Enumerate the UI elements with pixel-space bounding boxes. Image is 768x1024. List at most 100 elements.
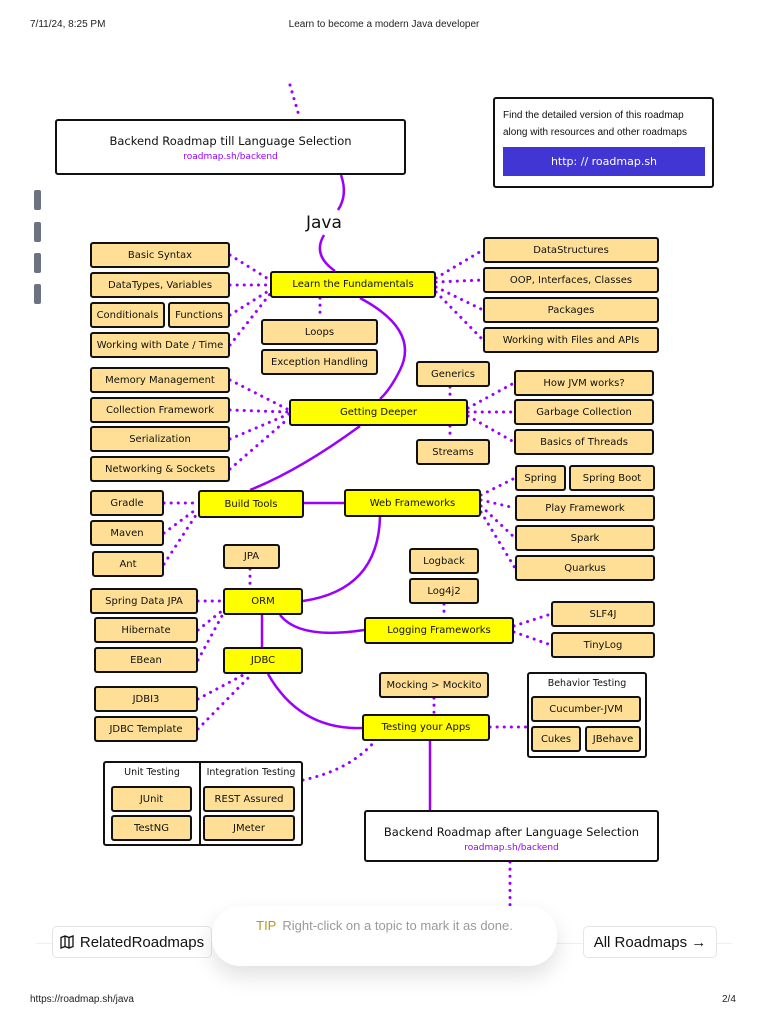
bottom-box-link[interactable]: roadmap.sh/backend bbox=[464, 843, 559, 853]
dotted-connector bbox=[228, 408, 291, 414]
side-handle[interactable] bbox=[34, 190, 41, 210]
topic-logback[interactable]: Logback bbox=[409, 548, 479, 574]
top-roadmap-box[interactable]: Backend Roadmap till Language Selection … bbox=[55, 119, 406, 175]
dotted-connector bbox=[196, 672, 254, 731]
topic-testng[interactable]: TestNG bbox=[111, 815, 192, 841]
topic-jvm[interactable]: How JVM works? bbox=[514, 370, 654, 396]
dotted-connector bbox=[479, 476, 517, 497]
topic-log4j[interactable]: Log4j2 bbox=[409, 578, 479, 604]
dotted-connector bbox=[228, 412, 291, 441]
root-label: Java bbox=[306, 213, 342, 233]
topic-jdbct[interactable]: JDBC Template bbox=[94, 716, 198, 742]
topic-maven[interactable]: Maven bbox=[90, 520, 164, 546]
topic-ds[interactable]: DataStructures bbox=[483, 237, 659, 263]
tip-text: Right-click on a topic to mark it as don… bbox=[282, 918, 513, 933]
topic-fund[interactable]: Learn the Fundamentals bbox=[270, 271, 436, 298]
topic-hib[interactable]: Hibernate bbox=[94, 617, 198, 643]
top-box-link[interactable]: roadmap.sh/backend bbox=[183, 152, 278, 162]
roadmap-connector bbox=[336, 174, 346, 211]
topic-cucumber[interactable]: Cucumber-JVM bbox=[531, 696, 641, 722]
bottom-roadmap-box[interactable]: Backend Roadmap after Language Selection… bbox=[364, 810, 659, 862]
dotted-connector bbox=[479, 498, 517, 510]
topic-spring[interactable]: Spring bbox=[515, 465, 566, 491]
tip-banner: TIP Right-click on a topic to mark it as … bbox=[212, 906, 557, 966]
topic-pkg[interactable]: Packages bbox=[483, 297, 659, 323]
topic-oop[interactable]: OOP, Interfaces, Classes bbox=[483, 267, 659, 293]
topic-threads[interactable]: Basics of Threads bbox=[514, 429, 654, 455]
all-roadmaps-button[interactable]: All Roadmaps → bbox=[583, 926, 717, 958]
topic-mock[interactable]: Mocking > Mockito bbox=[379, 672, 489, 698]
roadmap-connector bbox=[279, 614, 365, 635]
dotted-connector bbox=[466, 414, 516, 444]
topic-cond[interactable]: Conditionals bbox=[90, 302, 165, 328]
unit-testing-title: Unit Testing bbox=[124, 767, 180, 778]
topic-date[interactable]: Working with Date / Time bbox=[90, 332, 230, 358]
topic-net[interactable]: Networking & Sockets bbox=[90, 456, 230, 482]
topic-logging[interactable]: Logging Frameworks bbox=[364, 617, 514, 644]
topic-loops[interactable]: Loops bbox=[261, 319, 378, 345]
integration-testing-title: Integration Testing bbox=[206, 767, 296, 778]
side-handle[interactable] bbox=[34, 222, 41, 242]
topic-boot[interactable]: Spring Boot bbox=[569, 465, 655, 491]
topic-deeper[interactable]: Getting Deeper bbox=[289, 399, 468, 426]
roadmap-connector bbox=[266, 673, 363, 730]
topic-spark[interactable]: Spark bbox=[515, 525, 655, 551]
topic-tiny[interactable]: TinyLog bbox=[551, 632, 655, 658]
topic-jmeter[interactable]: JMeter bbox=[203, 815, 295, 841]
print-url: https://roadmap.sh/java bbox=[30, 994, 134, 1005]
roadmap-connector bbox=[318, 234, 336, 273]
dotted-connector bbox=[434, 290, 485, 342]
topic-orm[interactable]: ORM bbox=[223, 588, 303, 615]
info-text: Find the detailed version of this roadma… bbox=[503, 110, 687, 138]
behavior-testing-title: Behavior Testing bbox=[547, 678, 627, 689]
topic-sdjpa[interactable]: Spring Data JPA bbox=[90, 588, 198, 614]
tip-label: TIP bbox=[256, 918, 277, 933]
dotted-connector bbox=[434, 278, 485, 284]
topic-testing[interactable]: Testing your Apps bbox=[362, 714, 490, 741]
dotted-connector bbox=[466, 381, 516, 410]
topic-coll[interactable]: Collection Framework bbox=[90, 397, 230, 423]
topic-streams[interactable]: Streams bbox=[416, 439, 490, 465]
topic-web[interactable]: Web Frameworks bbox=[344, 489, 481, 517]
print-title: Learn to become a modern Java developer bbox=[288, 19, 480, 30]
map-icon bbox=[60, 935, 74, 949]
topic-cukes[interactable]: Cukes bbox=[531, 726, 581, 752]
topic-junit[interactable]: JUnit bbox=[111, 786, 192, 812]
topic-func[interactable]: Functions bbox=[168, 302, 230, 328]
topic-gradle[interactable]: Gradle bbox=[90, 490, 164, 516]
topic-syntax[interactable]: Basic Syntax bbox=[90, 242, 230, 268]
topic-jdbi[interactable]: JDBI3 bbox=[94, 686, 198, 712]
topic-gc[interactable]: Garbage Collection bbox=[514, 399, 654, 425]
print-datetime: 7/11/24, 8:25 PM bbox=[30, 19, 106, 30]
side-handle[interactable] bbox=[34, 253, 41, 273]
dotted-connector bbox=[479, 504, 517, 540]
topic-ebean[interactable]: EBean bbox=[94, 647, 198, 673]
roadmap-link-button[interactable]: http: // roadmap.sh bbox=[503, 147, 705, 176]
topic-jbehave[interactable]: JBehave bbox=[585, 726, 641, 752]
related-roadmaps-button[interactable]: RelatedRoadmaps bbox=[52, 926, 212, 958]
topic-gen[interactable]: Generics bbox=[416, 361, 490, 387]
dotted-connector bbox=[434, 285, 485, 312]
side-handle[interactable] bbox=[34, 284, 41, 304]
topic-ant[interactable]: Ant bbox=[92, 551, 164, 577]
topic-types[interactable]: DataTypes, Variables bbox=[90, 272, 230, 298]
topic-slf[interactable]: SLF4J bbox=[551, 601, 655, 627]
topic-mem[interactable]: Memory Management bbox=[90, 367, 230, 393]
topic-files[interactable]: Working with Files and APIs bbox=[483, 327, 659, 353]
dotted-connector bbox=[228, 378, 291, 412]
dotted-connector bbox=[228, 253, 272, 282]
dotted-connector bbox=[196, 672, 247, 701]
topic-ser[interactable]: Serialization bbox=[90, 426, 230, 452]
topic-jdbc[interactable]: JDBC bbox=[223, 647, 303, 674]
bottom-box-title: Backend Roadmap after Language Selection bbox=[383, 825, 640, 839]
dotted-connector bbox=[512, 630, 553, 647]
topic-build[interactable]: Build Tools bbox=[198, 490, 304, 518]
topic-play[interactable]: Play Framework bbox=[515, 495, 655, 521]
roadmap-connector bbox=[359, 296, 407, 400]
topic-quarkus[interactable]: Quarkus bbox=[515, 555, 655, 581]
topic-rest[interactable]: REST Assured bbox=[203, 786, 295, 812]
topic-exc[interactable]: Exception Handling bbox=[261, 349, 378, 375]
group-divider bbox=[199, 761, 201, 846]
topic-jpa[interactable]: JPA bbox=[223, 544, 280, 569]
